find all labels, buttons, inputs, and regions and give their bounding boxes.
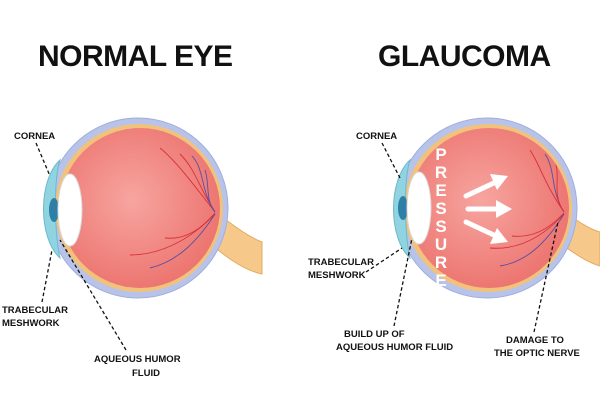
glaucoma-damage-label-line1: DAMAGE TO: [506, 335, 564, 346]
glaucoma-trabecular-label-line1: TRABECULAR: [308, 257, 374, 268]
pressure-letter: R: [435, 163, 447, 182]
glaucoma-title: GLAUCOMA: [378, 40, 551, 73]
normal-eye: [43, 117, 263, 299]
glaucoma-damage-leader: [533, 221, 559, 333]
glaucoma-buildup-label-line2: AQUEOUS HUMOR FLUID: [336, 342, 453, 353]
normal-trabecular-leader: [41, 249, 53, 303]
pressure-letter: S: [435, 217, 446, 236]
glaucoma-cornea-label: CORNEA: [356, 131, 397, 142]
pressure-word: P R E S S U R E: [435, 145, 447, 290]
lens: [57, 173, 83, 247]
pressure-letter: S: [435, 199, 446, 218]
glaucoma-eye: P R E S S U R E: [393, 117, 600, 299]
pressure-letter: U: [435, 235, 447, 254]
glaucoma-cornea-leader: [381, 142, 401, 179]
iris: [49, 198, 59, 222]
pressure-letter: P: [435, 145, 446, 164]
glaucoma-buildup-leader: [393, 237, 413, 327]
normal-eye-title: NORMAL EYE: [38, 40, 232, 73]
pressure-arrows: [463, 174, 512, 244]
normal-trabecular-label-line1: TRABECULAR: [2, 305, 68, 316]
eye-interior: [60, 128, 220, 288]
glaucoma-damage-label-line2: THE OPTIC NERVE: [494, 348, 580, 359]
glaucoma-retinal-vessels: [489, 149, 565, 267]
pressure-letter: E: [435, 271, 446, 290]
normal-aqueous-label-line2: FLUID: [132, 368, 160, 379]
normal-aqueous-leader: [59, 239, 127, 351]
pressure-letter: E: [435, 181, 446, 200]
glaucoma-trabecular-leader: [365, 247, 403, 273]
pressure-letter: R: [435, 253, 447, 272]
normal-cornea-leader: [35, 142, 51, 177]
glaucoma-lens: [406, 171, 432, 245]
pressure-arrow-down: [463, 219, 508, 244]
normal-cornea-label: CORNEA: [14, 131, 55, 142]
pressure-arrow-middle: [465, 200, 512, 218]
pressure-arrow-up: [463, 174, 508, 199]
retinal-vessels: [129, 147, 216, 269]
glaucoma-iris: [398, 196, 408, 220]
glaucoma-trabecular-label-line2: MESHWORK: [308, 270, 366, 281]
normal-trabecular-label-line2: MESHWORK: [2, 318, 60, 329]
glaucoma-buildup-label-line1: BUILD UP OF: [344, 329, 405, 340]
normal-aqueous-label-line1: AQUEOUS HUMOR: [94, 354, 181, 365]
